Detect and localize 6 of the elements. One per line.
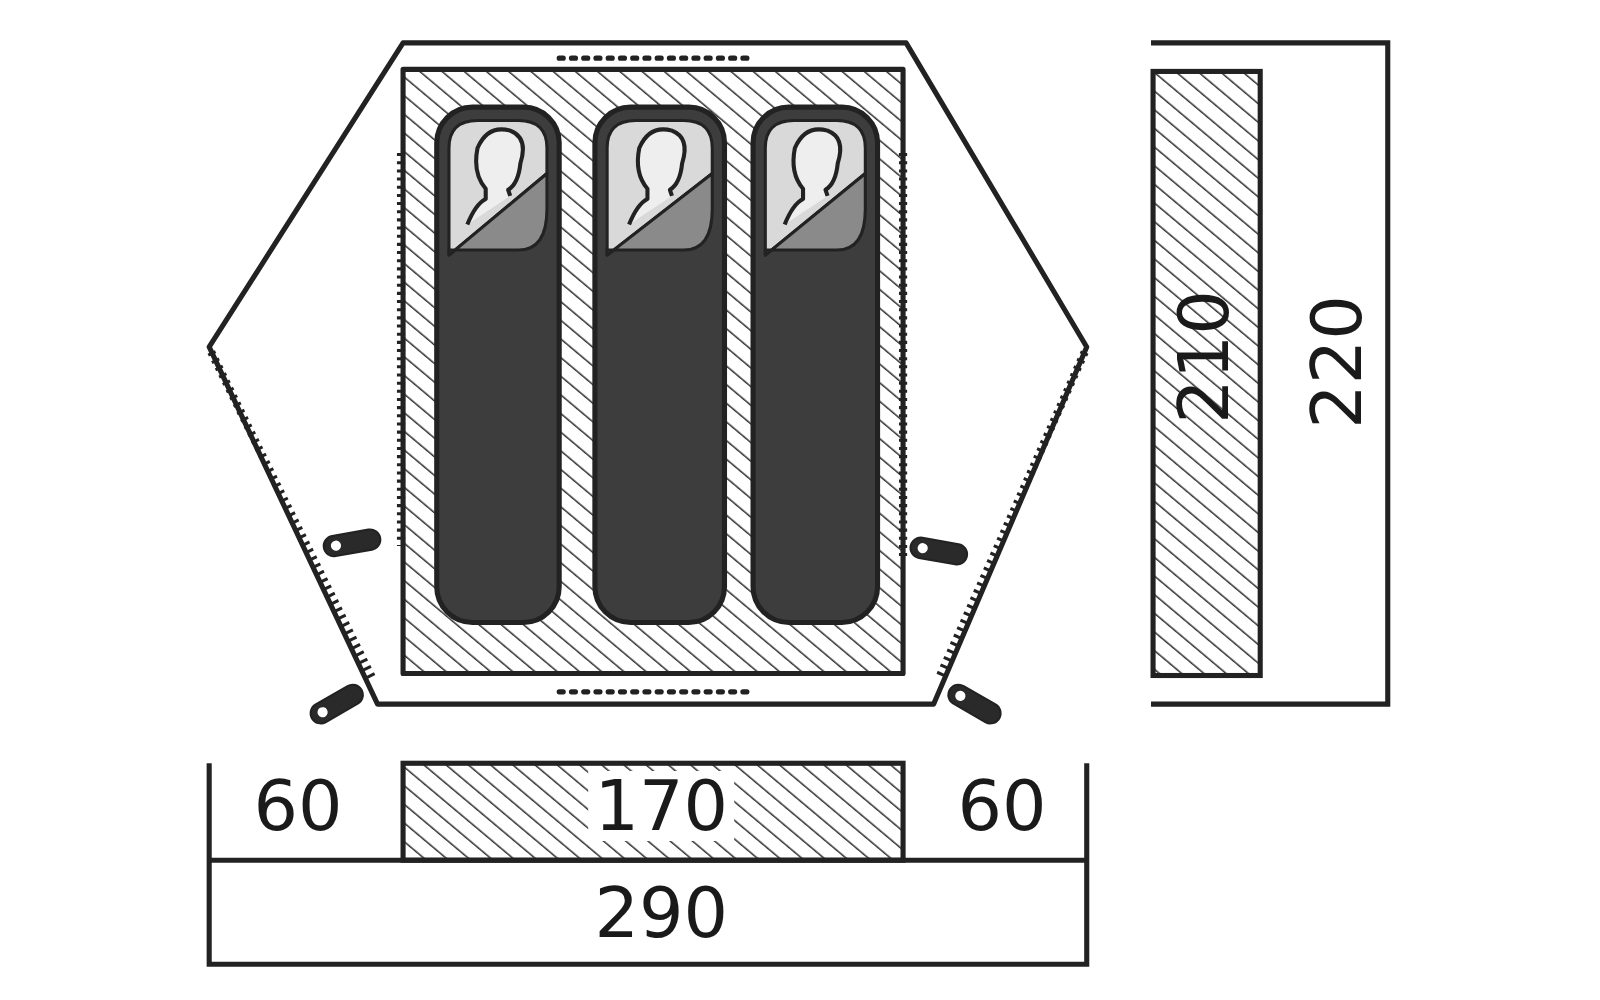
dimension-label: 170	[588, 771, 734, 842]
dimension-label: 60	[957, 771, 1047, 842]
dimension-label: 60	[253, 771, 343, 842]
dimension-label: 220	[1301, 295, 1372, 430]
dimension-label: 210	[1169, 290, 1240, 424]
dimension-label: 290	[594, 878, 728, 949]
